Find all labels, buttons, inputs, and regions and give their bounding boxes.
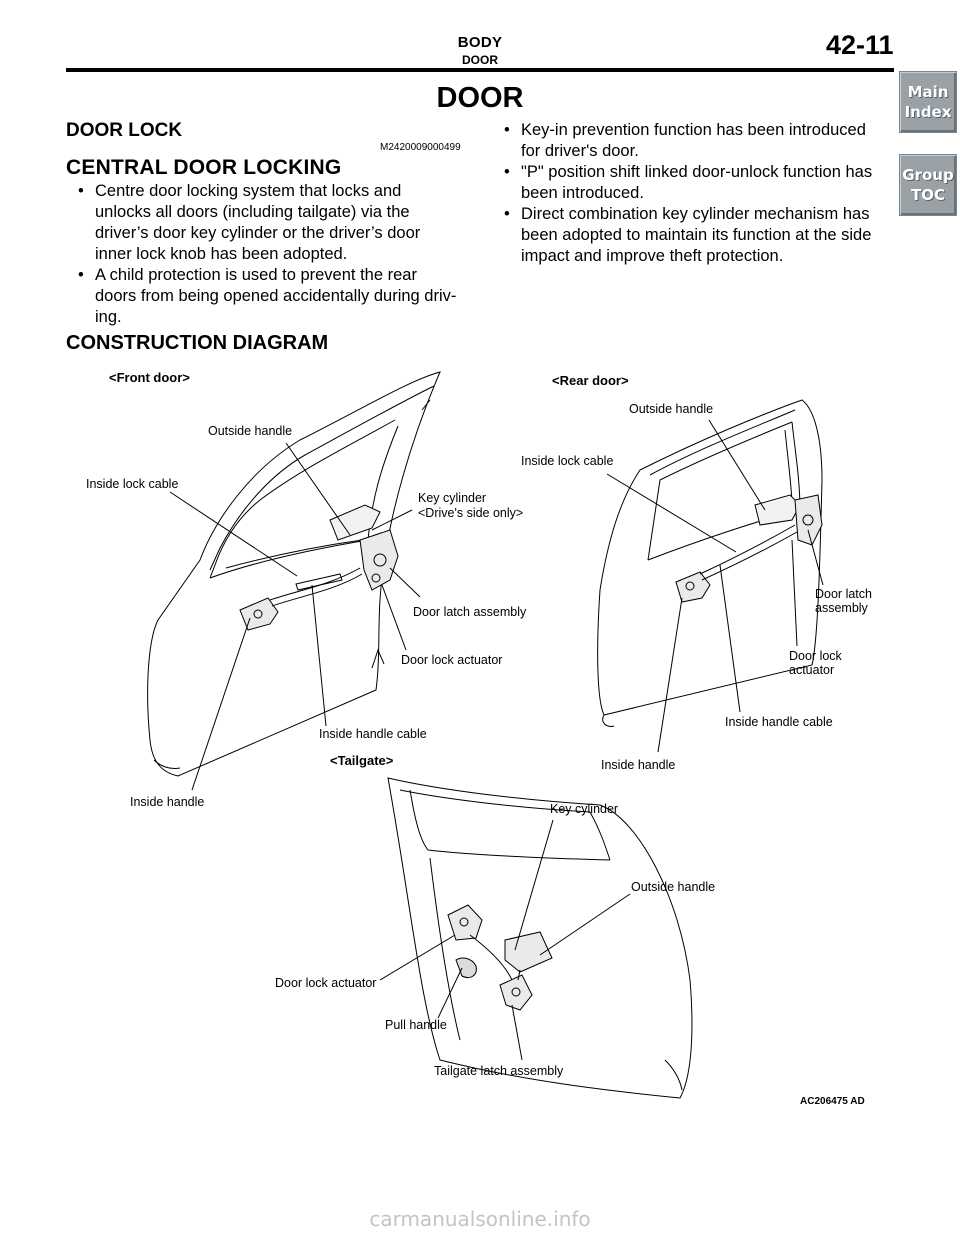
bullet-icon: • xyxy=(78,182,84,200)
main-index-button[interactable]: Main Index xyxy=(899,71,957,133)
front-inside-lock-cable-label: Inside lock cable xyxy=(86,477,178,491)
tailgate-leaders xyxy=(379,819,631,1061)
rear-inside-lock-cable-label: Inside lock cable xyxy=(521,454,613,468)
main-index-label-2: Index xyxy=(904,103,952,121)
rear-door-lock-label-2: actuator xyxy=(789,663,834,677)
list-item: • A child protection is used to prevent … xyxy=(78,266,457,326)
list-item: • "P" position shift linked door-unlock … xyxy=(504,163,873,202)
front-inside-handle-label: Inside handle xyxy=(130,795,204,809)
bullet-icon: • xyxy=(504,205,510,223)
bullet-icon: • xyxy=(504,121,510,139)
rear-door-leaders xyxy=(606,419,824,753)
tailgate-outside-handle-label: Outside handle xyxy=(631,880,715,894)
front-key-cylinder-label: Key cylinder xyxy=(418,491,486,505)
door-lock-heading: DOOR LOCK xyxy=(66,120,183,141)
front-door-leaders xyxy=(169,442,421,791)
header-section: BODY xyxy=(457,34,503,51)
list-item: • Centre door locking system that locks … xyxy=(78,182,421,263)
central-locking-bullets-left: • Centre door locking system that locks … xyxy=(74,181,476,328)
bullet-icon: • xyxy=(504,163,510,181)
front-door-title: <Front door> xyxy=(109,370,190,385)
front-door-drawing xyxy=(147,371,441,777)
front-inside-handle-cable-label: Inside handle cable xyxy=(319,727,427,741)
central-door-locking-heading: CENTRAL DOOR LOCKING xyxy=(66,156,342,179)
group-toc-label-2: TOC xyxy=(911,186,945,204)
front-door-latch-assembly-label: Door latch assembly xyxy=(413,605,527,619)
rear-door-title: <Rear door> xyxy=(552,373,629,388)
front-outside-handle-label: Outside handle xyxy=(208,424,292,438)
header-rule xyxy=(66,68,894,72)
tailgate-drawing xyxy=(387,777,693,1099)
tailgate-pull-handle-label: Pull handle xyxy=(385,1018,447,1032)
list-item: • Direct combination key cylinder mechan… xyxy=(504,205,872,265)
list-item: • Key-in prevention function has been in… xyxy=(504,121,866,160)
group-toc-label-1: Group xyxy=(902,166,954,184)
rear-inside-handle-label: Inside handle xyxy=(601,758,675,772)
construction-diagram-heading: CONSTRUCTION DIAGRAM xyxy=(66,332,329,354)
bullet-icon: • xyxy=(78,266,84,284)
rear-door-latch-label-2: assembly xyxy=(815,601,869,615)
page-number: 42-11 xyxy=(826,30,894,60)
front-door-lock-actuator-label: Door lock actuator xyxy=(401,653,502,667)
document-id: M2420009000499 xyxy=(380,142,461,153)
front-key-cylinder-note: <Drive's side only> xyxy=(418,506,523,520)
figure-id: AC206475 AD xyxy=(800,1096,865,1107)
group-toc-button[interactable]: Group TOC xyxy=(899,154,957,216)
rear-outside-handle-label: Outside handle xyxy=(629,402,713,416)
main-index-label-1: Main xyxy=(907,83,949,101)
rear-door-latch-label-1: Door latch xyxy=(815,587,872,601)
tailgate-latch-assembly-label: Tailgate latch assembly xyxy=(434,1064,564,1078)
tailgate-door-lock-actuator-label: Door lock actuator xyxy=(275,976,376,990)
central-locking-bullets-right: • Key-in prevention function has been in… xyxy=(500,120,890,267)
rear-inside-handle-cable-label: Inside handle cable xyxy=(725,715,833,729)
rear-door-lock-label-1: Door lock xyxy=(789,649,843,663)
watermark: carmanualsonline.info xyxy=(369,1207,591,1231)
header-subsection: DOOR xyxy=(462,53,498,67)
tailgate-title: <Tailgate> xyxy=(330,753,394,768)
rear-door-drawing xyxy=(597,399,823,727)
tailgate-key-cylinder-label: Key cylinder xyxy=(550,802,618,816)
page-title: DOOR xyxy=(436,82,524,114)
